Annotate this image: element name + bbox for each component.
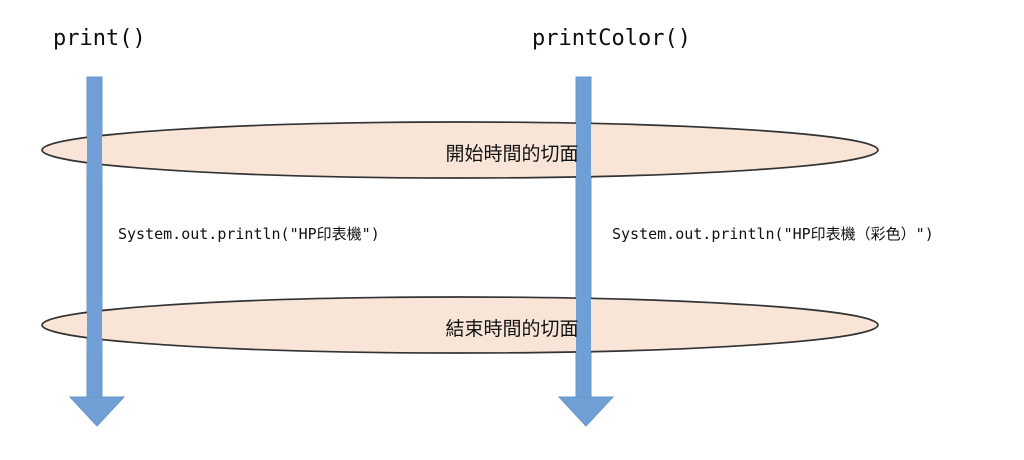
timeline-shaft-print-overlay-start: [87, 122, 102, 178]
timeline-shaft-print-overlay-end: [87, 297, 102, 353]
lane-title-printcolor: printColor(): [532, 26, 691, 51]
end-slice-label: 結束時間的切面: [445, 318, 579, 340]
timeline-shaft-printcolor-overlay-end: [576, 297, 591, 353]
arrowhead-printcolor: [557, 396, 615, 427]
arrowhead-print: [68, 396, 126, 427]
timeline-shaft-printcolor-overlay-start: [576, 122, 591, 178]
end-slice-ellipse: [41, 296, 879, 354]
start-slice-label: 開始時間的切面: [445, 143, 579, 165]
code-label-printcolor: System.out.println("HP印表機（彩色）"): [612, 225, 934, 243]
code-label-print: System.out.println("HP印表機"): [118, 225, 380, 243]
start-slice-ellipse: [41, 121, 879, 179]
lane-title-print: print(): [53, 26, 146, 51]
